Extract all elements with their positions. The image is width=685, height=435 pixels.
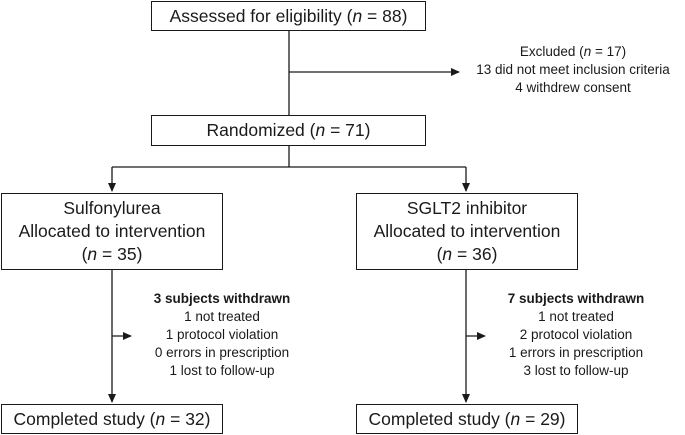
left-withdrawn-item: 0 errors in prescription xyxy=(154,345,290,360)
right-arm-allocation-box: SGLT2 inhibitor Allocated to interventio… xyxy=(356,193,578,270)
left-arm-allocation-box: Sulfonylurea Allocated to intervention (… xyxy=(1,193,223,270)
right-withdrawn-item: 1 not treated xyxy=(538,309,614,324)
right-withdrawn-item: 1 errors in prescription xyxy=(508,345,644,360)
left-withdrawn-item: 1 protocol violation xyxy=(165,327,279,342)
right-withdrawn-title: 7 subjects withdrawn xyxy=(507,291,645,306)
right-completed-label: Completed study (n = 29) xyxy=(368,408,566,429)
eligibility-box: Assessed for eligibility (n = 88) xyxy=(151,1,426,31)
left-arm-count: (n = 35) xyxy=(81,244,143,264)
right-completed-box: Completed study (n = 29) xyxy=(356,404,578,434)
eligibility-label: Assessed for eligibility (n = 88) xyxy=(169,5,408,26)
left-arm-allocation: Allocated to intervention xyxy=(18,221,206,241)
left-withdrawn-item: 1 not treated xyxy=(184,309,260,324)
right-withdrawn-note: 7 subjects withdrawn 1 not treated 2 pro… xyxy=(474,290,678,380)
excluded-reason: 4 withdrew consent xyxy=(515,80,631,95)
excluded-reason: 13 did not meet inclusion criteria xyxy=(476,62,670,77)
excluded-note: Excluded (n = 17) 13 did not meet inclus… xyxy=(462,43,684,97)
excluded-title: Excluded (n = 17) xyxy=(519,44,627,59)
right-withdrawn-item: 3 lost to follow-up xyxy=(523,363,629,378)
left-withdrawn-note: 3 subjects withdrawn 1 not treated 1 pro… xyxy=(120,290,324,380)
left-arm-name: Sulfonylurea xyxy=(63,198,161,218)
right-arm-name: SGLT2 inhibitor xyxy=(406,198,528,218)
left-completed-box: Completed study (n = 32) xyxy=(1,404,223,434)
randomized-box: Randomized (n = 71) xyxy=(151,115,426,146)
randomized-label: Randomized (n = 71) xyxy=(206,120,371,140)
left-withdrawn-item: 1 lost to follow-up xyxy=(169,363,275,378)
right-arm-allocation: Allocated to intervention xyxy=(373,221,561,241)
left-withdrawn-title: 3 subjects withdrawn xyxy=(153,291,291,306)
left-completed-label: Completed study (n = 32) xyxy=(13,408,211,429)
right-arm-count: (n = 36) xyxy=(436,244,498,264)
right-withdrawn-item: 2 protocol violation xyxy=(519,327,633,342)
